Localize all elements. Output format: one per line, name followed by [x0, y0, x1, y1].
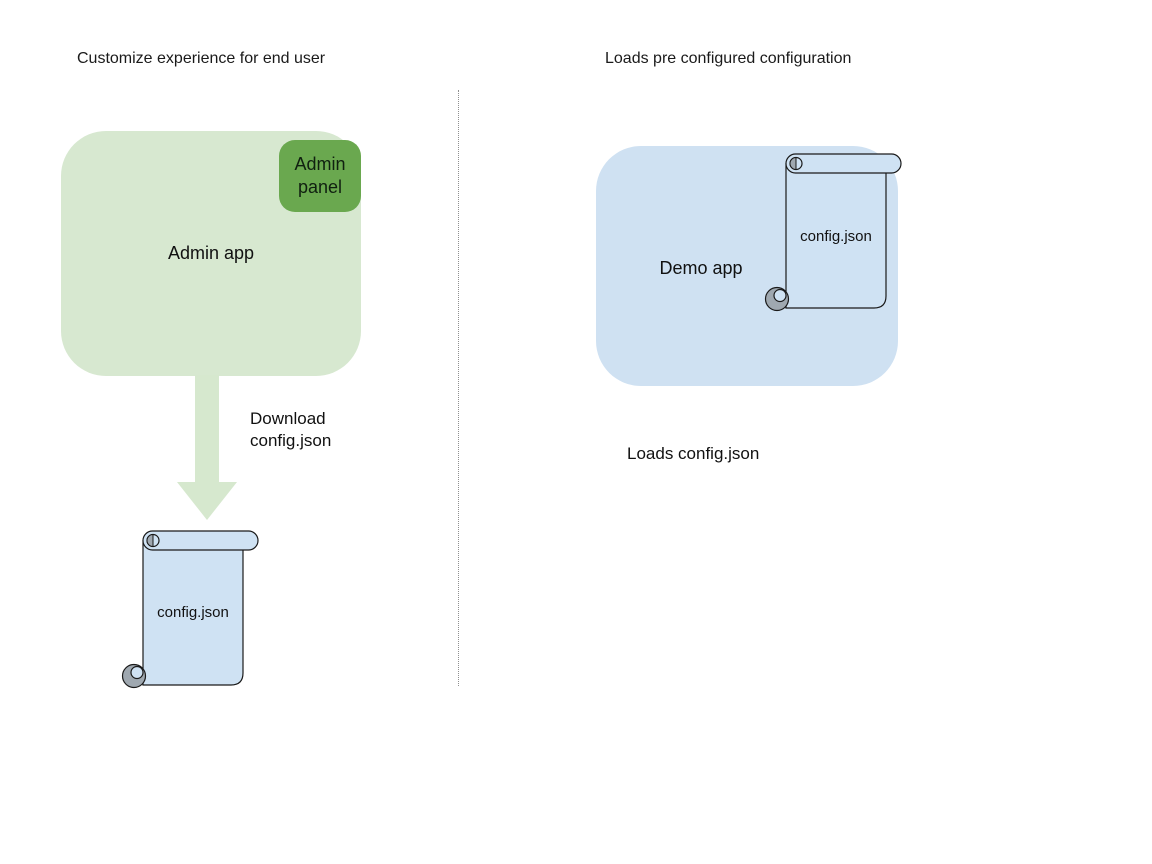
right-section-title: Loads pre configured configuration [605, 50, 852, 67]
loads-caption: Loads config.json [627, 444, 760, 463]
scroll-roll-eye-shade [789, 156, 797, 171]
config-scroll-right [763, 152, 903, 312]
download-arrow-head [177, 482, 237, 520]
scroll-shape-icon [121, 530, 259, 689]
left-section-title: Customize experience for end user [77, 50, 326, 67]
section-divider [458, 90, 459, 686]
admin-app-label: Admin app [167, 243, 255, 263]
scroll-bottom-curl-inner [773, 288, 787, 303]
admin-panel-box: Admin panel [279, 140, 361, 212]
scroll-top-roll [785, 153, 902, 174]
config-scroll-left [120, 529, 260, 689]
admin-panel-label: Admin panel [294, 154, 346, 197]
scroll-bottom-curl-inner [130, 665, 144, 680]
download-arrow-shaft [195, 375, 219, 482]
demo-app-label: Demo app [659, 258, 743, 278]
scroll-shape-icon [764, 153, 902, 312]
download-caption-line2: config.json [250, 431, 332, 450]
config-scroll-right-label: config.json [800, 228, 872, 245]
config-scroll-left-label: config.json [157, 604, 229, 621]
scroll-top-roll [142, 530, 259, 551]
scroll-roll-eye-shade [146, 533, 154, 548]
download-caption: Download config.json [250, 408, 331, 452]
download-caption-line1: Download [250, 409, 326, 428]
